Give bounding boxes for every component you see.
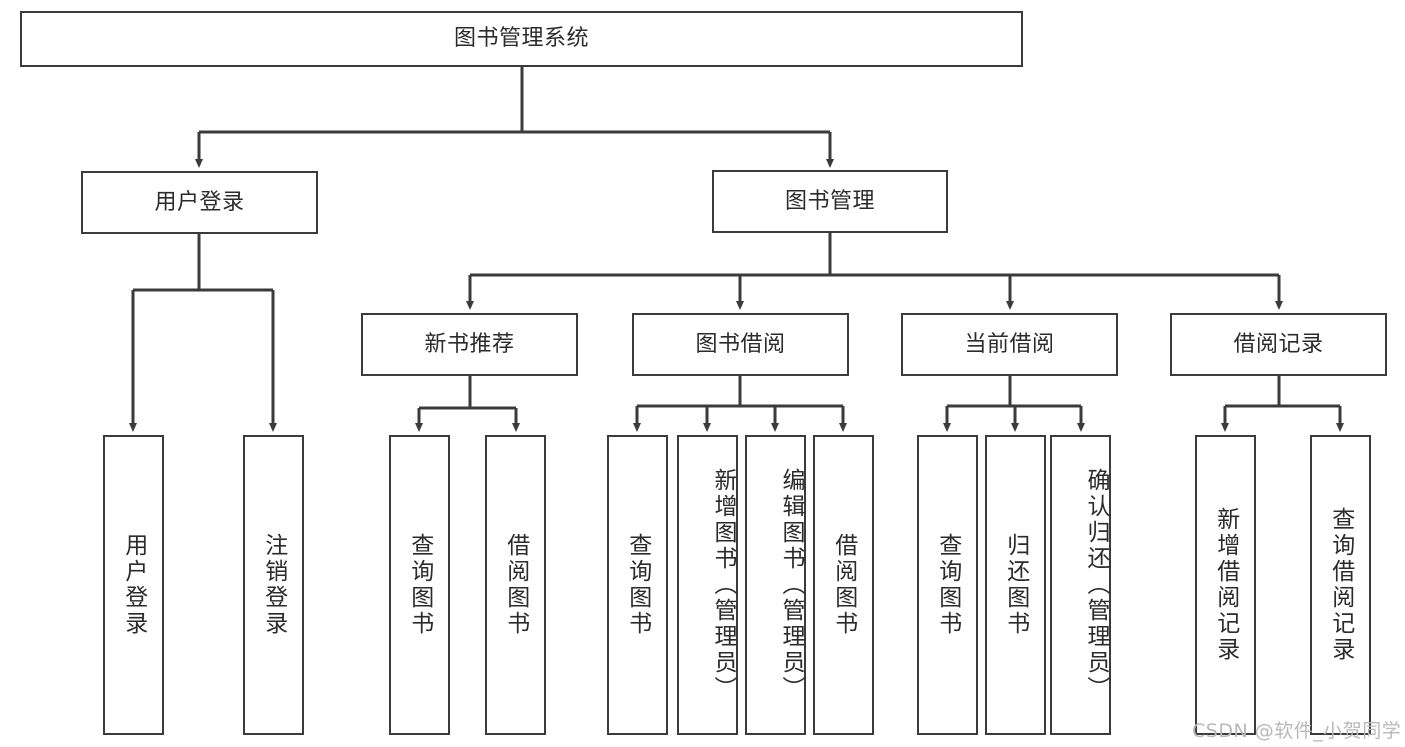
- node-user-login[interactable]: 用户登录: [81, 171, 318, 234]
- leaf-borrow-edit-book-label: 编辑图书（管理员）: [778, 468, 804, 702]
- node-book-borrow[interactable]: 图书借阅: [632, 313, 849, 376]
- leaf-record-query-record[interactable]: 查询借阅记录: [1310, 435, 1371, 735]
- node-root[interactable]: 图书管理系统: [20, 11, 1023, 67]
- node-current-borrow-label: 当前借阅: [964, 331, 1055, 357]
- node-root-label: 图书管理系统: [453, 26, 589, 52]
- leaf-current-return-book-label: 归还图书: [1002, 533, 1029, 637]
- node-current-borrow[interactable]: 当前借阅: [901, 313, 1118, 376]
- leaf-current-return-book[interactable]: 归还图书: [985, 435, 1046, 735]
- node-new-book-recommend[interactable]: 新书推荐: [361, 313, 578, 376]
- node-new-book-recommend-label: 新书推荐: [424, 331, 515, 357]
- node-book-management-label: 图书管理: [784, 188, 875, 214]
- leaf-borrow-borrow-book[interactable]: 借阅图书: [813, 435, 874, 735]
- leaf-record-add-record[interactable]: 新增借阅记录: [1195, 435, 1256, 735]
- leaf-borrow-borrow-book-label: 借阅图书: [830, 533, 857, 637]
- node-book-management[interactable]: 图书管理: [712, 170, 948, 233]
- leaf-user-login-label: 用户登录: [120, 533, 147, 637]
- leaf-current-confirm-return-label: 确认归还（管理员）: [1083, 468, 1109, 702]
- leaf-user-logout-label: 注销登录: [260, 533, 287, 637]
- leaf-recommend-borrow-book[interactable]: 借阅图书: [485, 435, 546, 735]
- node-user-login-label: 用户登录: [154, 189, 245, 215]
- leaf-borrow-add-book-label: 新增图书（管理员）: [710, 468, 736, 702]
- node-borrow-record-label: 借阅记录: [1233, 331, 1324, 357]
- leaf-recommend-borrow-book-label: 借阅图书: [502, 533, 529, 637]
- leaf-borrow-edit-book[interactable]: 编辑图书（管理员）: [745, 435, 806, 735]
- leaf-record-add-record-label: 新增借阅记录: [1212, 507, 1239, 663]
- leaf-record-query-record-label: 查询借阅记录: [1327, 507, 1354, 663]
- csdn-watermark: CSDN @软件_小贺同学: [1192, 720, 1402, 742]
- leaf-borrow-query-book-label: 查询图书: [624, 533, 651, 637]
- leaf-current-query-book[interactable]: 查询图书: [917, 435, 978, 735]
- leaf-user-login[interactable]: 用户登录: [103, 435, 164, 735]
- leaf-current-query-book-label: 查询图书: [934, 533, 961, 637]
- leaf-recommend-query-book[interactable]: 查询图书: [389, 435, 450, 735]
- leaf-user-logout[interactable]: 注销登录: [243, 435, 304, 735]
- node-borrow-record[interactable]: 借阅记录: [1170, 313, 1387, 376]
- leaf-borrow-add-book[interactable]: 新增图书（管理员）: [677, 435, 738, 735]
- leaf-borrow-query-book[interactable]: 查询图书: [607, 435, 668, 735]
- node-book-borrow-label: 图书借阅: [695, 331, 786, 357]
- leaf-recommend-query-book-label: 查询图书: [406, 533, 433, 637]
- leaf-current-confirm-return[interactable]: 确认归还（管理员）: [1050, 435, 1111, 735]
